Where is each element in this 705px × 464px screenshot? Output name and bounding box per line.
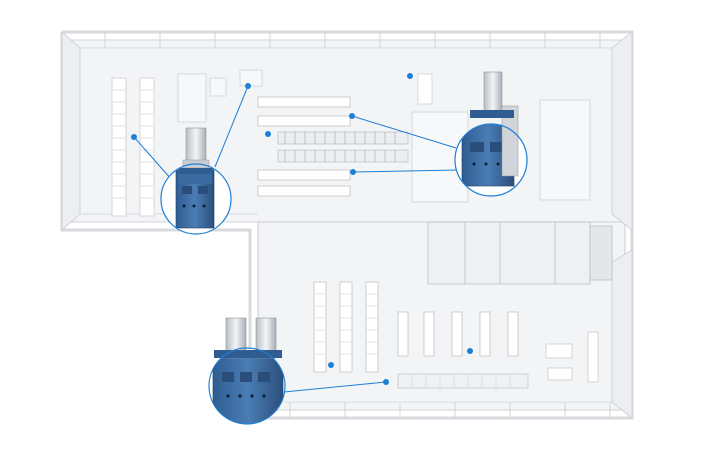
- lower-enclosure: [427, 221, 613, 285]
- leader-right-conveyor: [351, 115, 457, 149]
- location-dot-icon: [467, 348, 473, 354]
- callout-bottom-left: [208, 317, 286, 425]
- left-racks: [111, 77, 155, 217]
- location-dot-icon: [245, 83, 251, 89]
- location-dot-icon: [350, 169, 356, 175]
- roof-trusses: [70, 39, 625, 411]
- location-dot-icon: [383, 379, 389, 385]
- location-dot-icon: [349, 113, 355, 119]
- leader-left-racks: [133, 136, 173, 181]
- right-gable: [611, 31, 633, 231]
- truss-ticks: [104, 32, 611, 418]
- callout-leaders: [133, 85, 458, 393]
- bottom-right-items: [545, 331, 599, 383]
- location-dot-icon: [265, 131, 271, 137]
- pallet-dividers: [411, 374, 511, 388]
- callout-right-upper: [454, 71, 528, 197]
- right-lower-gable: [611, 249, 633, 419]
- dehumidifier-unit-icon: [483, 71, 503, 117]
- leader-bottom: [283, 381, 387, 393]
- callout-left-upper: [160, 127, 232, 235]
- upper-right-room: [411, 73, 591, 203]
- conveyor-lines: [257, 96, 409, 197]
- lower-racks-right: [397, 311, 519, 357]
- pallet-row: [397, 373, 529, 389]
- leader-right-lower: [352, 169, 458, 173]
- location-dot-icon: [407, 73, 413, 79]
- conveyor-rollers: [284, 132, 396, 162]
- lower-racks-left-slots: [314, 293, 378, 355]
- location-markers: [131, 73, 473, 385]
- left-gable: [61, 31, 81, 231]
- lower-racks-left: [313, 281, 379, 373]
- small-room: [177, 69, 263, 123]
- location-dot-icon: [131, 134, 137, 140]
- leader-left-top: [214, 85, 249, 168]
- location-dot-icon: [328, 362, 334, 368]
